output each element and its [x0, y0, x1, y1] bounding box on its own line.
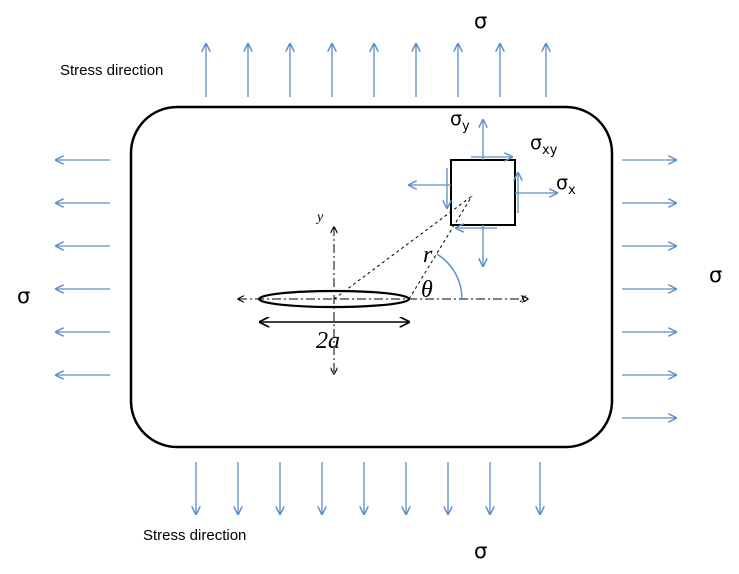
left-stress-arrows [56, 160, 110, 375]
radius-line [408, 195, 473, 300]
right-stress-arrows [622, 160, 676, 418]
ray-from-center [333, 195, 473, 300]
sigma-y-subscript: y [462, 119, 470, 134]
bottom-stress-arrows [196, 462, 540, 514]
sigma-right-label: σ [709, 263, 722, 287]
sigma-bottom-label: σ [474, 539, 487, 563]
sigma-top-label: σ [474, 9, 487, 33]
theta-label: θ [421, 277, 433, 303]
element-stress-arrows [409, 120, 557, 266]
radius-label: r [423, 242, 433, 268]
y-axis-label: y [315, 210, 324, 225]
sigma-xy-label: σxy [530, 132, 558, 158]
sigma-left-label: σ [17, 284, 30, 308]
sigma-x-subscript: x [568, 183, 576, 198]
sigma-x-label: σx [556, 172, 576, 198]
crack-length-label: 2a [316, 328, 340, 354]
theta-arc [436, 253, 463, 300]
stress-direction-label-top: Stress direction [60, 62, 163, 79]
x-axis-label: x [519, 291, 527, 306]
sigma-xy-subscript: xy [542, 143, 558, 158]
stress-direction-label-bottom: Stress direction [143, 527, 246, 544]
sigma-y-label: σy [450, 108, 470, 134]
plate-body [129, 105, 614, 449]
top-stress-arrows [206, 44, 546, 97]
